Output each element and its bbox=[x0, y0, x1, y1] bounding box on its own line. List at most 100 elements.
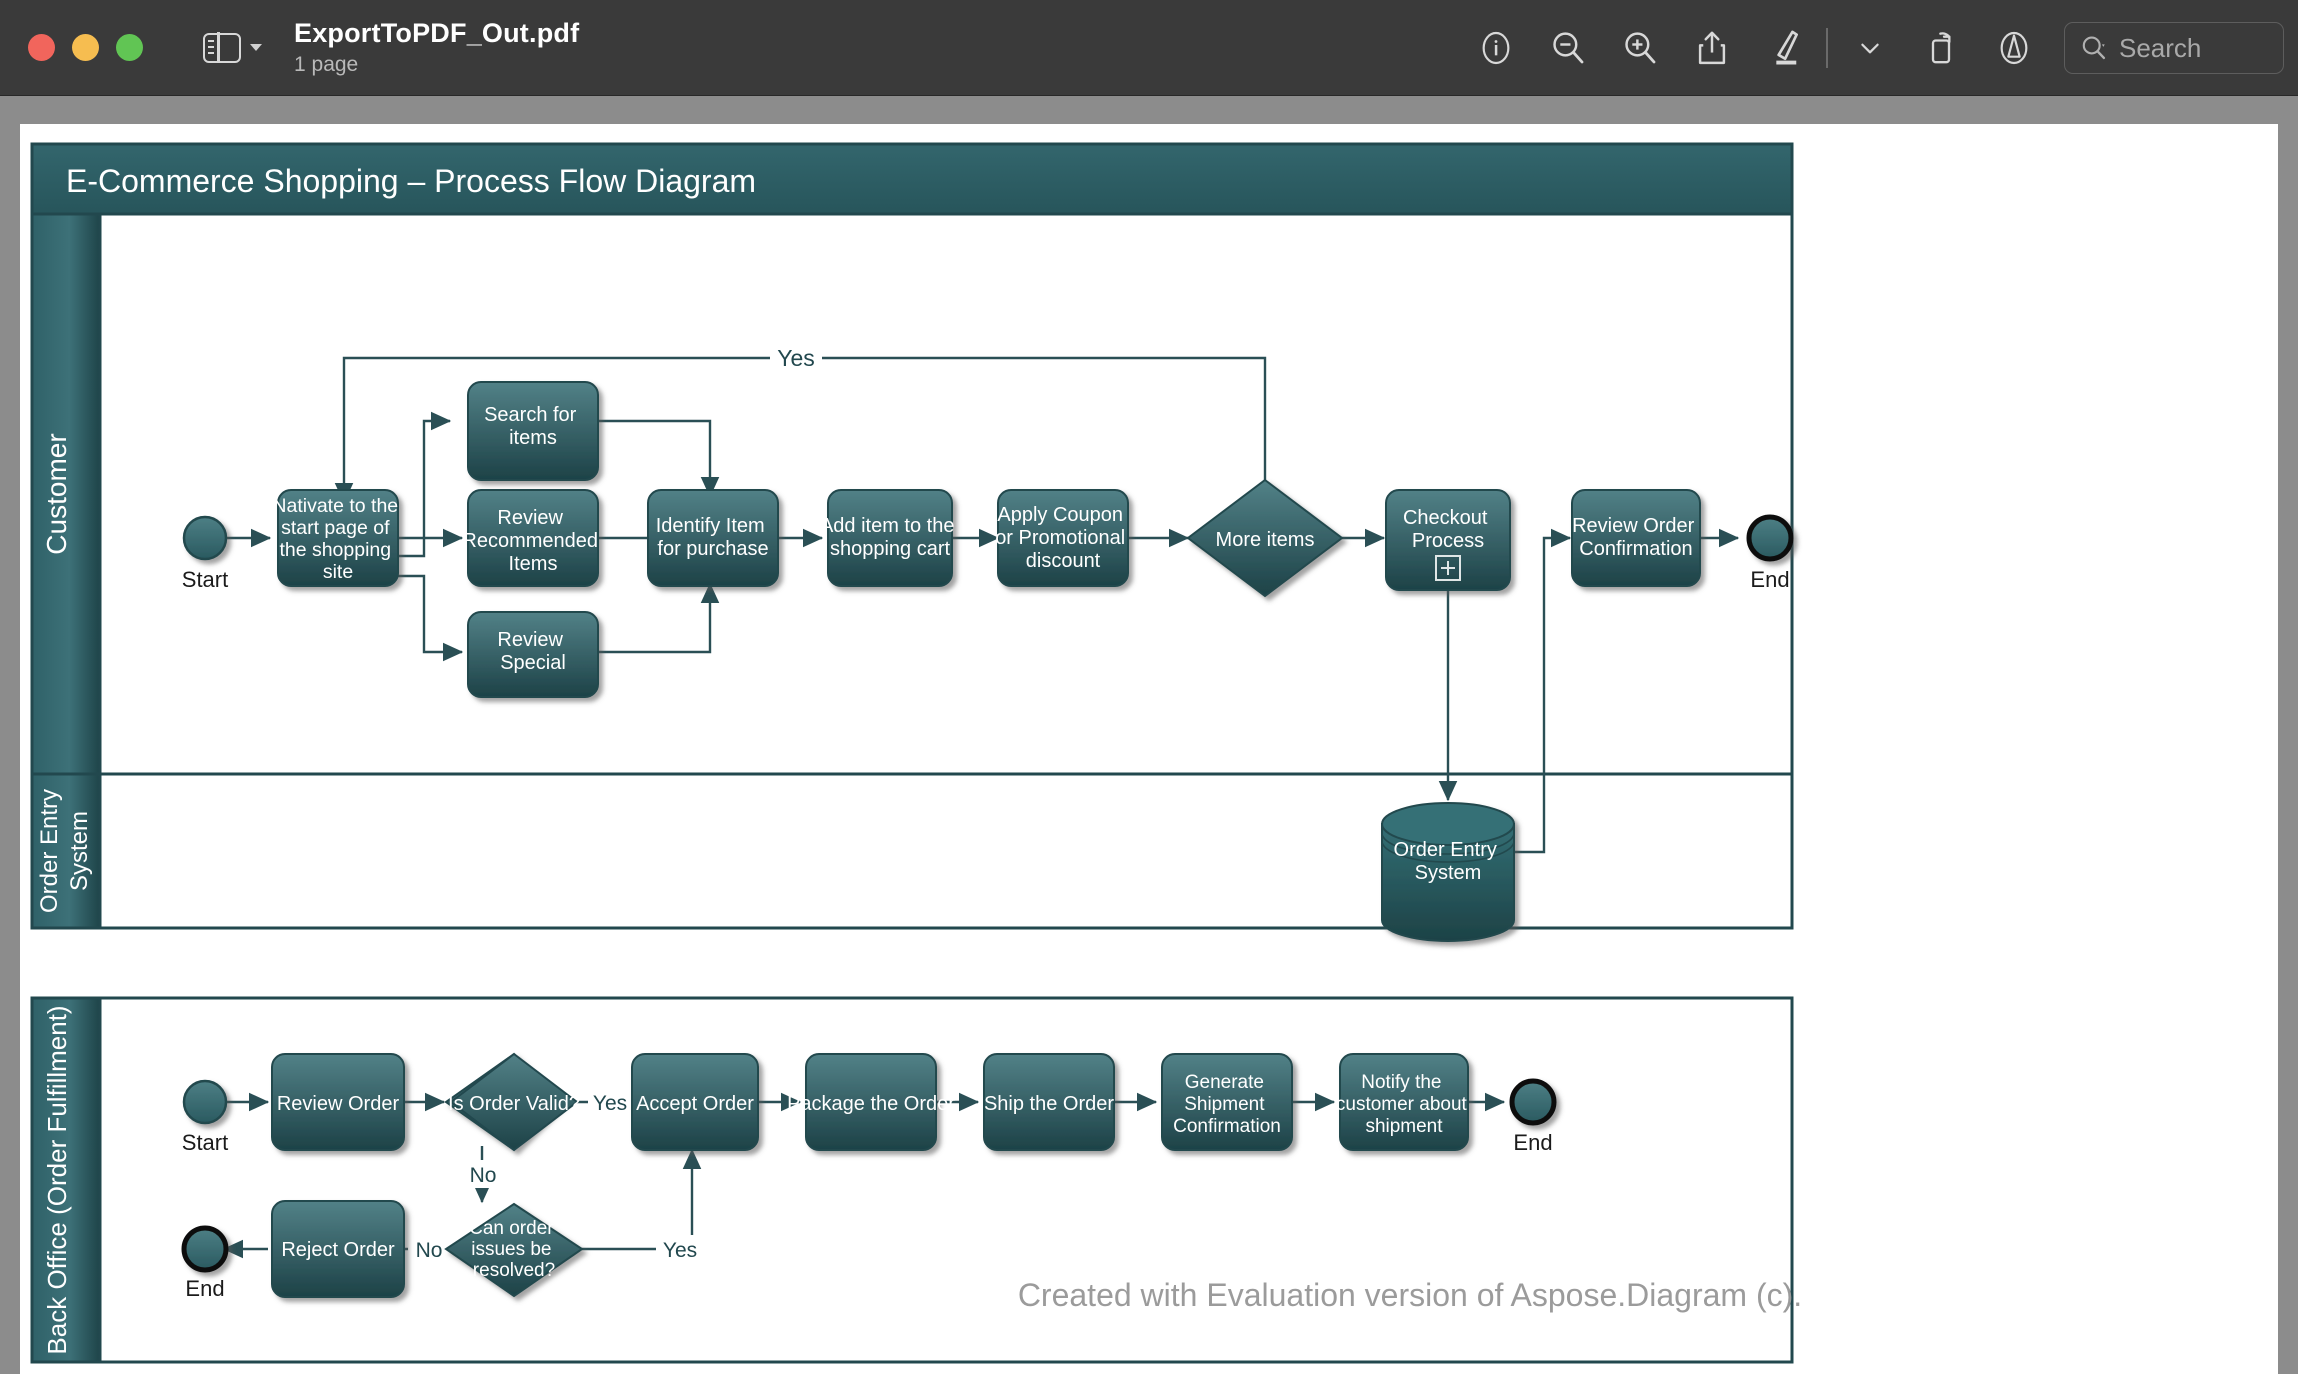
rotate-icon bbox=[1931, 32, 1951, 64]
document-info: ExportToPDF_Out.pdf 1 page bbox=[294, 17, 580, 77]
node-apply-coupon[interactable]: Apply Coupon or Promotional discount bbox=[995, 489, 1131, 587]
svg-text:Can order issues be: Can order issues be resolved? bbox=[469, 1218, 559, 1281]
svg-text:Ship the Order: Ship the Order bbox=[984, 1093, 1114, 1115]
search-placeholder: Search bbox=[2119, 32, 2202, 63]
info-icon bbox=[1482, 31, 1510, 65]
document-title: ExportToPDF_Out.pdf bbox=[294, 17, 580, 48]
lane-label-order-entry: Order Entry System bbox=[36, 789, 93, 913]
node-review-special[interactable]: Review Special bbox=[467, 611, 599, 698]
svg-text:More items: More items bbox=[1216, 529, 1315, 551]
svg-text:Accept Order: Accept Order bbox=[636, 1093, 754, 1115]
node-end-customer[interactable]: End bbox=[1746, 514, 1794, 592]
node-more-items[interactable]: More items bbox=[1186, 478, 1344, 598]
diagram-title: E-Commerce Shopping – Process Flow Diagr… bbox=[66, 163, 756, 199]
node-add-to-cart[interactable]: Add item to the shopping cart bbox=[820, 489, 960, 587]
node-accept-order[interactable]: Accept Order bbox=[631, 1053, 759, 1151]
edge-label-yes-resolve: Yes bbox=[663, 1239, 697, 1262]
node-reject-order[interactable]: Reject Order bbox=[271, 1200, 405, 1298]
node-generate-shipment-confirmation[interactable]: Generate Shipment Confirmation bbox=[1161, 1053, 1293, 1151]
edge-label-no-resolve: No bbox=[416, 1239, 443, 1262]
chevron-down-icon bbox=[1861, 43, 1879, 54]
node-label-end-back-office: End bbox=[1513, 1130, 1552, 1155]
svg-text:Review Order: Review Order bbox=[277, 1093, 400, 1115]
annotate-icon bbox=[2000, 31, 2028, 65]
svg-text:Apply Coupon or Prom: Apply Coupon or Promotional discount bbox=[995, 504, 1131, 572]
svg-text:Package the Order: Package the Order bbox=[787, 1093, 955, 1115]
search-field[interactable]: Search bbox=[2064, 22, 2284, 74]
node-identify-item[interactable]: Identify Item for purchase bbox=[647, 489, 779, 587]
share-button[interactable] bbox=[1676, 0, 1748, 96]
node-start-back-office[interactable]: Start bbox=[182, 1079, 228, 1155]
lane-label-back-office: Back Office (Order Fulfillment) bbox=[42, 1005, 72, 1354]
node-end-back-office[interactable]: End bbox=[1509, 1078, 1557, 1155]
maximize-button[interactable] bbox=[116, 34, 143, 61]
node-end-back-office-reject[interactable]: End bbox=[181, 1225, 229, 1301]
node-search-for-items[interactable]: Search for items bbox=[467, 381, 599, 481]
close-button[interactable] bbox=[28, 34, 55, 61]
pdf-page: E-Commerce Shopping – Process Flow Diagr… bbox=[20, 124, 2278, 1374]
edge-label-no-valid: No bbox=[470, 1164, 497, 1187]
lane-header-order-entry bbox=[30, 772, 102, 930]
lane-header-customer bbox=[30, 212, 102, 776]
svg-text:Review Recommended: Review Recommended Items bbox=[462, 507, 603, 575]
toolbar: Search bbox=[1460, 0, 2284, 96]
svg-text:Review Order Confirm: Review Order Confirmation bbox=[1572, 515, 1700, 560]
diagram-title-bar bbox=[30, 142, 1794, 216]
subprocess-marker bbox=[1435, 555, 1461, 581]
node-review-recommended[interactable]: Review Recommended Items bbox=[462, 489, 603, 587]
annotate-button[interactable] bbox=[1978, 0, 2050, 96]
document-page-count: 1 page bbox=[294, 53, 359, 77]
svg-text:Identify Item for pu: Identify Item for purchase bbox=[656, 515, 771, 560]
node-review-order[interactable]: Review Order bbox=[271, 1053, 405, 1151]
zoom-out-icon bbox=[1553, 32, 1584, 64]
svg-text:Checkout Process: Checkout Process bbox=[1403, 507, 1493, 552]
node-package-order[interactable]: Package the Order bbox=[787, 1053, 955, 1151]
search-icon bbox=[2082, 36, 2106, 60]
node-order-entry-system[interactable]: Order Entry System bbox=[1381, 802, 1515, 942]
minimize-button[interactable] bbox=[72, 34, 99, 61]
node-can-order-issues-be-resolved[interactable]: Can order issues be resolved? bbox=[444, 1202, 584, 1298]
svg-text:Order Entry: Order Entry bbox=[36, 789, 63, 913]
zoom-out-button[interactable] bbox=[1532, 0, 1604, 96]
traffic-lights bbox=[28, 34, 143, 61]
node-is-order-valid[interactable]: Is Order Valid? bbox=[444, 1052, 580, 1152]
sidebar-toggle-button[interactable] bbox=[203, 31, 262, 64]
svg-text:Reject Order: Reject Order bbox=[281, 1239, 395, 1261]
svg-text:Nativate to the star: Nativate to the start page of the shoppi… bbox=[272, 495, 403, 583]
rotate-button[interactable] bbox=[1906, 0, 1978, 96]
markup-button[interactable] bbox=[1748, 0, 1820, 96]
node-checkout-process[interactable]: Checkout Process bbox=[1385, 489, 1511, 591]
svg-text:Is Order Valid?: Is Order Valid? bbox=[448, 1093, 580, 1115]
node-navigate[interactable]: Nativate to the start page of the shoppi… bbox=[272, 489, 403, 587]
svg-text:Review Special: Review Special bbox=[497, 629, 568, 674]
share-icon bbox=[1698, 31, 1726, 65]
svg-text:Order Entry System: Order Entry System bbox=[1394, 839, 1503, 884]
node-label-start-back-office: Start bbox=[182, 1130, 228, 1155]
node-ship-order[interactable]: Ship the Order bbox=[983, 1053, 1115, 1151]
zoom-in-button[interactable] bbox=[1604, 0, 1676, 96]
zoom-in-icon bbox=[1625, 32, 1656, 64]
edge-label-yes-valid: Yes bbox=[593, 1092, 627, 1115]
window-titlebar: ExportToPDF_Out.pdf 1 page bbox=[0, 0, 2298, 96]
node-label-end-customer: End bbox=[1750, 567, 1789, 592]
node-review-order-confirmation[interactable]: Review Order Confirmation bbox=[1571, 489, 1701, 587]
toolbar-divider bbox=[1826, 28, 1828, 68]
node-label-end-reject: End bbox=[185, 1276, 224, 1301]
svg-text:Search for items: Search for items bbox=[484, 404, 582, 449]
svg-text:Generate Shipment: Generate Shipment Confirmation bbox=[1173, 1072, 1281, 1137]
lane-header-back-office bbox=[30, 996, 102, 1364]
lane-label-customer: Customer bbox=[41, 433, 72, 554]
chevron-down-icon bbox=[250, 44, 262, 51]
node-label-start-customer: Start bbox=[182, 567, 228, 592]
node-start-customer[interactable]: Start bbox=[182, 515, 228, 592]
evaluation-watermark: Created with Evaluation version of Aspos… bbox=[1018, 1277, 1802, 1313]
node-notify-customer[interactable]: Notify the customer about shipment bbox=[1336, 1053, 1472, 1151]
edge-label-yes-customer: Yes bbox=[777, 345, 815, 371]
svg-text:Notify the customer: Notify the customer about shipment bbox=[1336, 1072, 1472, 1137]
sidebar-icon bbox=[203, 31, 241, 64]
pen-icon bbox=[1776, 30, 1798, 65]
svg-text:Add item to the shop: Add item to the shopping cart bbox=[820, 515, 960, 560]
svg-text:System: System bbox=[66, 811, 93, 891]
info-button[interactable] bbox=[1460, 0, 1532, 96]
markup-options-button[interactable] bbox=[1834, 0, 1906, 96]
